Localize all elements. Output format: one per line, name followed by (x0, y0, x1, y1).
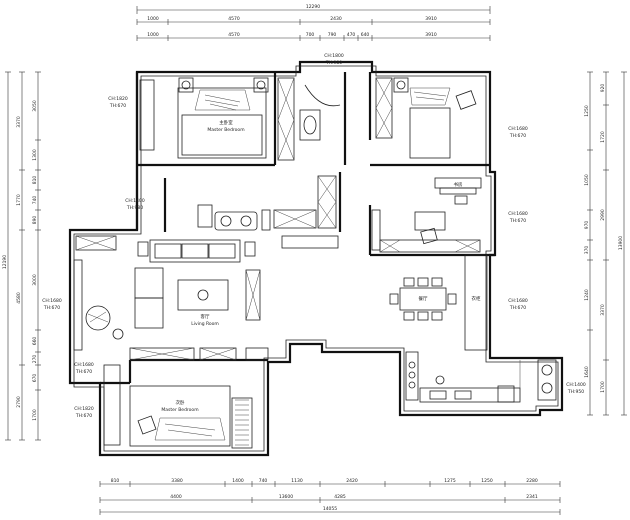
th-670-g-annotation: TH:670 (75, 413, 92, 419)
dim-left2-6: 3000 (32, 274, 38, 286)
dim-bot-6: 2420 (346, 478, 358, 484)
bottom-bedroom-label-cn: 次卧 (176, 399, 185, 406)
dim-top2-6: 640 (361, 32, 370, 38)
dim-top2-4: 790 (328, 32, 337, 38)
dim-top2-3: 700 (306, 32, 315, 38)
dim-top2-5: 470 (347, 32, 356, 38)
dining-room: 餐厅 衣柜 CH:1680 TH:670 (389, 277, 528, 321)
dim-left-total: 12190 (2, 255, 8, 269)
dim-top-3: 2430 (330, 16, 342, 22)
dim-bot2-1: 4400 (170, 494, 182, 500)
th-670-c-annotation: TH:670 (509, 218, 526, 224)
living-room-label-en: Living Room (191, 321, 219, 327)
top-dimensions: 12290 1000 4570 2430 3910 1000 4570 700 … (136, 4, 491, 41)
study-label: 书房 (454, 181, 463, 188)
second-bedroom: CH:1680 TH:670 (375, 77, 528, 159)
side-cabinet-label: 衣柜 (472, 295, 481, 302)
th-670-e-annotation: TH:670 (509, 305, 526, 311)
study: 书房 CH:1680 TH:670 (371, 177, 528, 253)
dim-top-1: 1000 (147, 16, 159, 22)
dim-bot-5: 1130 (291, 478, 303, 484)
dim-left2-3: 810 (32, 176, 38, 185)
dim-left-2: 1770 (16, 194, 22, 206)
dim-left-4: 2790 (16, 396, 22, 408)
dim-right2-1: 1250 (584, 105, 590, 117)
dim-right2-5: 1240 (584, 289, 590, 301)
dim-left2-10: 1700 (32, 409, 38, 421)
dim-left2-4: 740 (32, 196, 38, 205)
dim-bot2-4: 2341 (526, 494, 538, 500)
middle-fixtures: CH:1400 TH:980 (125, 175, 337, 231)
dim-left2-5: 890 (32, 216, 38, 225)
dim-bot-4: 740 (259, 478, 268, 484)
dim-top2-2: 4570 (228, 32, 240, 38)
dim-top-2: 4570 (228, 16, 240, 22)
th-980-mid-annotation: TH:980 (126, 205, 143, 211)
dim-bot-10: 2280 (526, 478, 538, 484)
right-dimensions: 13900 920 1720 2990 3370 1700 1250 1050 … (584, 71, 627, 416)
dim-bot-total: 14055 (323, 506, 337, 512)
dim-bot-9: 1250 (481, 478, 493, 484)
ch-1820-top-annotation: CH:1820 (108, 96, 128, 102)
master-bedroom-label-cn: 主卧室 (219, 119, 233, 126)
master-bedroom: 主卧室 Master Bedroom CH:1800 TH:980 CH:182… (108, 53, 344, 161)
living-room-label-cn: 客厅 (201, 313, 210, 320)
master-bedroom-label-en: Master Bedroom (207, 127, 244, 133)
dim-left-1: 3370 (16, 116, 22, 128)
ch-1680-right-low-annotation: CH:1680 (508, 298, 528, 304)
ch-1820-bottom-annotation: CH:1820 (74, 406, 94, 412)
left-dimensions: 12190 3370 1770 4580 2790 3050 1300 810 … (2, 71, 41, 441)
dim-left2-7: 660 (32, 337, 38, 346)
kitchen: CH:1400 TH:950 (405, 351, 586, 403)
dim-left2-9: 670 (32, 374, 38, 383)
ch-1680-right-top-annotation: CH:1680 (508, 126, 528, 132)
th-670-d-annotation: TH:670 (43, 305, 60, 311)
dim-right-3: 2990 (600, 209, 606, 221)
dim-top-total: 12290 (306, 4, 320, 10)
dim-right2-6: 1640 (584, 366, 590, 378)
dim-bot-2: 3380 (171, 478, 183, 484)
dim-right2-2: 1050 (584, 174, 590, 186)
bottom-dimensions: 810 3380 1400 740 1130 2420 1275 1250 22… (99, 478, 561, 515)
dining-label: 餐厅 (419, 295, 428, 302)
dim-left2-1: 3050 (32, 100, 38, 112)
th-670-a-annotation: TH:670 (109, 103, 126, 109)
th-950-annotation: TH:950 (567, 389, 584, 395)
walls (68, 60, 564, 457)
ch-1400-kitchen-annotation: CH:1400 (566, 382, 586, 388)
ch-1680-left-annotation: CH:1680 (42, 298, 62, 304)
dim-right-1: 920 (600, 84, 606, 93)
ch-1800-annotation: CH:1800 (324, 53, 344, 59)
dim-bot-8: 1275 (444, 478, 456, 484)
dim-right2-4: 370 (584, 246, 590, 255)
dim-top2-7: 3910 (425, 32, 437, 38)
living-room: 客厅 Living Room CH:1680 TH:670 (42, 235, 339, 361)
bottom-bedroom-label-en: Master Bedroom (161, 407, 198, 413)
dim-right2-3: 970 (584, 221, 590, 230)
ch-1400-mid-annotation: CH:1400 (125, 198, 145, 204)
dim-bot-1: 810 (111, 478, 120, 484)
dim-bot-3: 1400 (232, 478, 244, 484)
dim-left-3: 4580 (16, 292, 22, 304)
dim-left2-2: 1300 (32, 149, 38, 161)
dim-top2-1: 1000 (147, 32, 159, 38)
th-670-f-annotation: TH:670 (75, 369, 92, 375)
dim-bot2-3: 4285 (334, 494, 346, 500)
dim-bot2-2: 13600 (279, 494, 293, 500)
th-670-b-annotation: TH:670 (509, 133, 526, 139)
dim-right-4: 3370 (600, 304, 606, 316)
ch-1680-right-mid-annotation: CH:1680 (508, 211, 528, 217)
ch-1680-left-low-annotation: CH:1680 (74, 362, 94, 368)
dim-top-4: 3910 (425, 16, 437, 22)
th-980-top-annotation: TH:980 (325, 60, 342, 66)
dim-left2-8: 270 (32, 355, 38, 364)
bottom-bedroom: 次卧 Master Bedroom CH:1680 TH:670 CH:1820… (74, 362, 253, 449)
dim-right-5: 1700 (600, 381, 606, 393)
dim-right-total: 13900 (618, 236, 624, 250)
dim-right-2: 1720 (600, 131, 606, 143)
